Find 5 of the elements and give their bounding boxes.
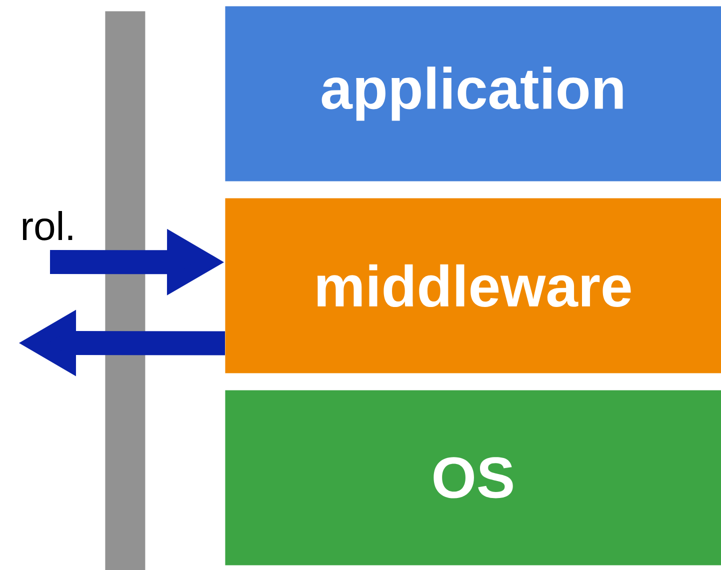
partial-text: rol. bbox=[22, 211, 72, 240]
layer-box: middleware bbox=[225, 198, 721, 374]
layer-box: application bbox=[225, 6, 721, 182]
vertical-bar bbox=[105, 11, 146, 570]
layer-box: OS bbox=[225, 390, 721, 566]
